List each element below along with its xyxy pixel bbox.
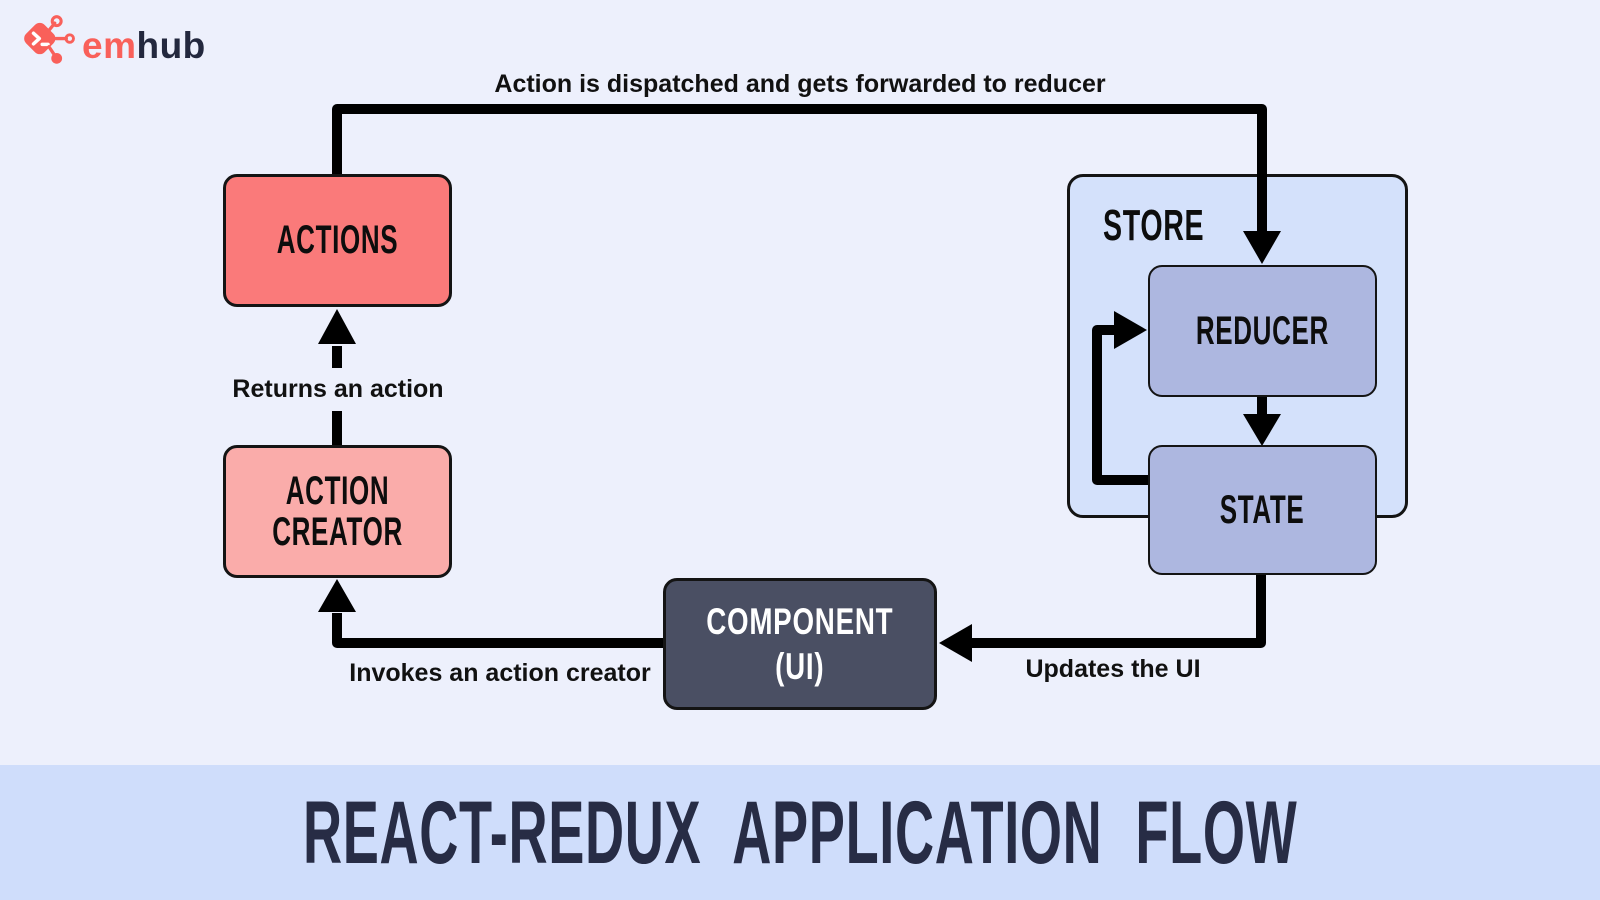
label-returns-an-action: Returns an action — [232, 375, 444, 403]
diagram-title: REACT-REDUX APPLICATION FLOW — [302, 782, 1298, 883]
connector-state-to-component — [972, 573, 1266, 648]
node-component-line1: COMPONENT — [706, 600, 894, 642]
node-reducer-label: REDUCER — [1195, 308, 1330, 353]
logo-text-hub: hub — [136, 24, 206, 66]
label-action-dispatched: Action is dispatched and gets forwarded … — [494, 70, 1106, 98]
logo-text-em: em — [82, 24, 137, 66]
node-action-creator-line2: CREATOR — [272, 509, 403, 554]
node-action-creator-line1: ACTION — [285, 468, 390, 513]
node-actions-label: ACTIONS — [276, 218, 399, 263]
arrowhead-into-action-creator-bottom — [318, 579, 356, 612]
arrowhead-into-actions-bottom — [318, 309, 356, 344]
label-updates-the-ui: Updates the UI — [1025, 655, 1201, 683]
arrowhead-into-component-right — [939, 624, 972, 662]
node-state: STATE — [1148, 445, 1377, 575]
connector-component-to-action-creator — [332, 613, 666, 648]
node-component-label: COMPONENT (UI) — [706, 599, 893, 689]
emhub-logo-icon — [20, 14, 76, 66]
node-component-ui: COMPONENT (UI) — [663, 578, 937, 710]
label-invokes-action-creator: Invokes an action creator — [349, 659, 651, 687]
emhub-logo-wordmark: emhub — [82, 17, 206, 64]
node-actions: ACTIONS — [223, 174, 452, 307]
node-action-creator-label: ACTION CREATOR — [272, 468, 403, 554]
node-reducer: REDUCER — [1148, 265, 1377, 397]
store-group-label: STORE — [1103, 201, 1205, 250]
footer-banner: REACT-REDUX APPLICATION FLOW — [0, 765, 1600, 900]
emhub-logo: emhub — [20, 14, 206, 66]
node-action-creator: ACTION CREATOR — [223, 445, 452, 578]
node-state-label: STATE — [1220, 487, 1305, 532]
node-component-line2: (UI) — [775, 646, 825, 687]
